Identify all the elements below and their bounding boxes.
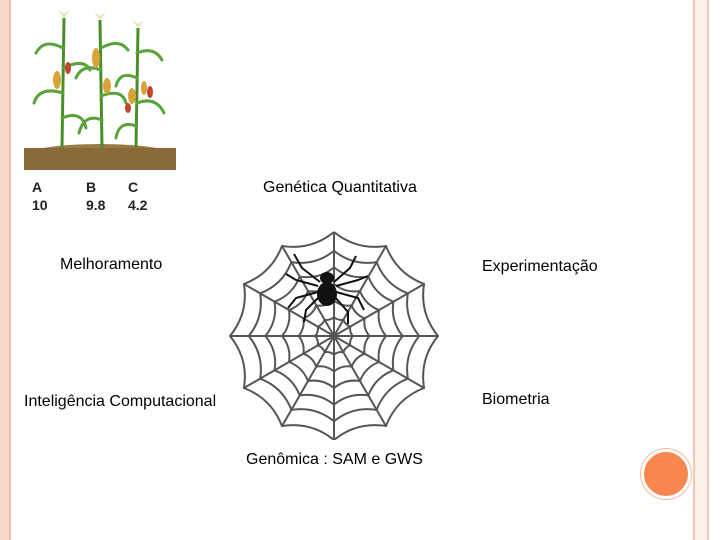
plant-a-label: A 10 [32,178,48,214]
corn-plants-illustration [24,10,176,170]
label-genomica: Genômica : SAM e GWS [246,451,423,468]
accent-dot [641,449,691,499]
label-inteligencia-computacional: Inteligência Computacional [24,393,217,410]
plant-c-label: C 4.2 [128,178,147,214]
slide-frame-left [0,0,11,540]
label-genetica-quantitativa: Genética Quantitativa [263,179,417,196]
label-melhoramento: Melhoramento [60,256,163,273]
slide-frame-right [693,0,709,540]
plant-a-value: 10 [32,197,48,213]
plant-c-value: 4.2 [128,197,148,213]
plant-a-letter: A [32,179,43,195]
spider-icon [285,253,369,324]
spider-web-diagram [228,231,440,440]
plant-c-letter: C [128,179,139,195]
plant-b-letter: B [86,179,97,195]
label-biometria: Biometria [482,391,550,408]
label-experimentacao: Experimentação [482,258,598,275]
plant-b-value: 9.8 [86,197,106,213]
plant-b-label: B 9.8 [86,178,105,214]
